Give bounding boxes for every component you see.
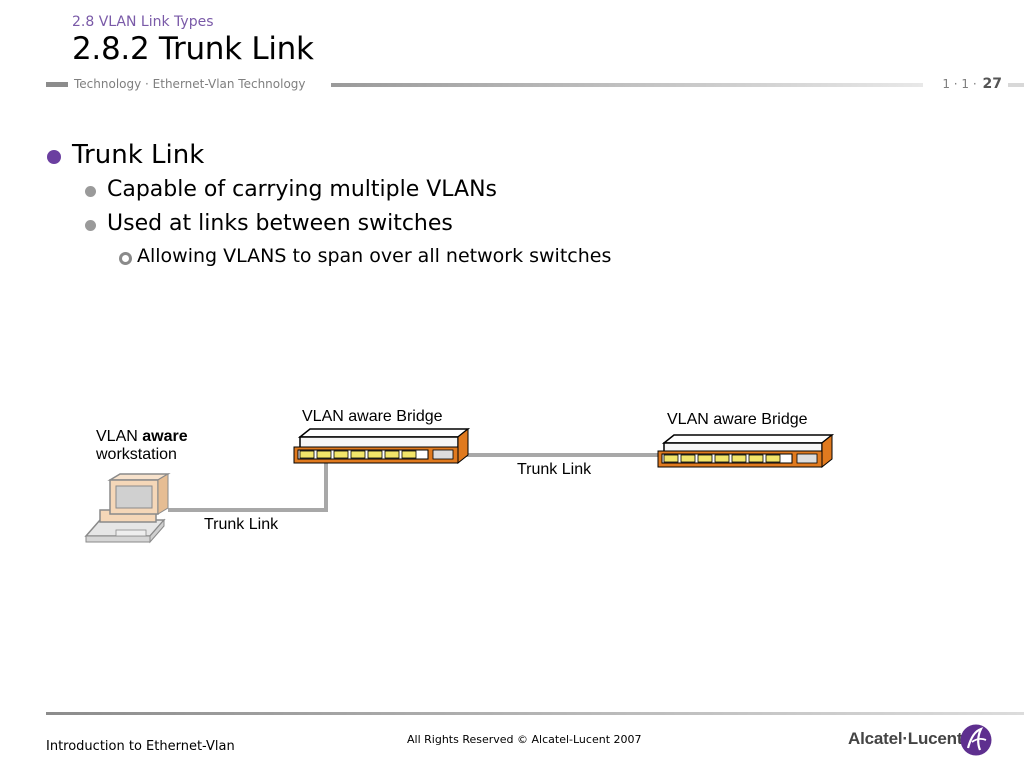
- alcatel-lucent-logo-icon: [960, 724, 992, 756]
- workstation-label-bold: aware: [142, 428, 188, 445]
- switch-icon-left: [293, 427, 471, 465]
- page-number: 1 · 1 · 27: [942, 76, 1002, 92]
- trunk-link-line-left: [168, 458, 328, 512]
- workstation-label: VLAN aware workstation: [96, 428, 188, 464]
- bullet-capable: Capable of carrying multiple VLANs: [107, 177, 498, 202]
- bullet-used-at: Used at links between switches: [107, 211, 453, 236]
- bullet-dot-icon: [47, 150, 61, 164]
- footer-title: Introduction to Ethernet-Vlan: [46, 739, 235, 754]
- footer-copyright: All Rights Reserved © Alcatel-Lucent 200…: [407, 733, 642, 746]
- bridge-right-label: VLAN aware Bridge: [667, 411, 808, 428]
- workstation-label-prefix: VLAN: [96, 428, 138, 445]
- bullet-ring-icon: [119, 252, 132, 265]
- footer-rule: [46, 712, 1024, 715]
- page-number-value: 27: [982, 76, 1002, 92]
- breadcrumb: Technology · Ethernet-Vlan Technology: [74, 77, 306, 91]
- section-subtitle: 2.8 VLAN Link Types: [72, 14, 214, 30]
- bullet-trunk-link: Trunk Link: [72, 140, 205, 170]
- bullet-allowing: Allowing VLANS to span over all network …: [137, 245, 612, 267]
- company-logo-text: Alcatel·Lucent: [848, 729, 963, 748]
- header-rule: [331, 83, 923, 87]
- trunk-link-label-left: Trunk Link: [204, 516, 279, 533]
- header-rule-right: [1008, 83, 1024, 87]
- bridge-left-label: VLAN aware Bridge: [302, 408, 443, 425]
- page-prefix: 1 · 1 ·: [942, 77, 977, 91]
- bullet-dot-icon: [85, 220, 96, 231]
- page-title: 2.8.2 Trunk Link: [72, 31, 314, 67]
- workstation-label-line2: workstation: [96, 446, 177, 463]
- workstation-icon: [84, 473, 171, 544]
- trunk-link-label-right: Trunk Link: [517, 461, 592, 478]
- switch-icon-right: [657, 433, 835, 469]
- header-rule-left: [46, 82, 68, 87]
- bullet-dot-icon: [85, 186, 96, 197]
